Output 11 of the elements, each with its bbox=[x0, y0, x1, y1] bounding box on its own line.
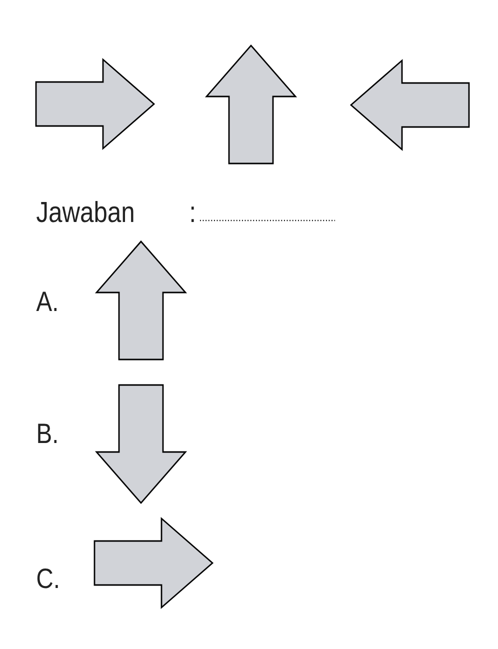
option-letter: A. bbox=[36, 292, 56, 311]
arrow-shape bbox=[94, 384, 188, 504]
answer-label: Jawaban bbox=[36, 200, 134, 222]
arrow-shape bbox=[204, 44, 298, 164]
arrow-shape bbox=[35, 58, 156, 150]
arrow-shape bbox=[350, 58, 470, 152]
arrow-shape bbox=[94, 516, 214, 610]
answer-label: : bbox=[191, 206, 194, 222]
arrow-shape bbox=[94, 240, 188, 360]
option-letter: C. bbox=[37, 568, 58, 588]
option-letter: B. bbox=[38, 424, 56, 443]
